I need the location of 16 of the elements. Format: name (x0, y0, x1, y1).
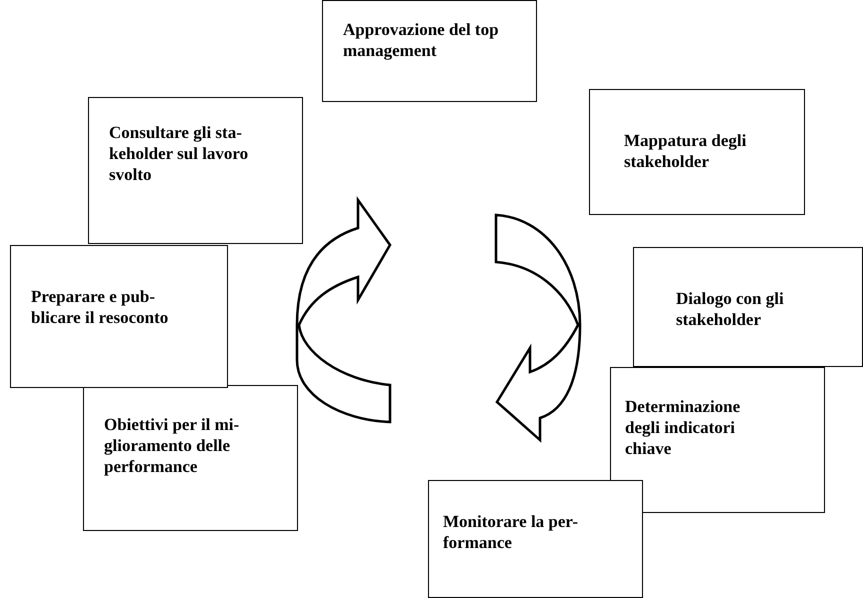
box-label: Consultare gli sta-keholder sul lavoro svolto (109, 122, 250, 185)
box-label: Determinazione degli indicatori chiave (625, 396, 742, 459)
process-box (589, 89, 805, 215)
box-label: Approvazione del top management (343, 19, 500, 61)
process-box (88, 97, 303, 244)
process-box (83, 385, 298, 531)
process-box (610, 367, 825, 513)
process-box (10, 245, 228, 388)
process-box (428, 480, 643, 598)
box-label: Preparare e pub-blicare il resoconto (31, 286, 170, 328)
box-label: Dialogo con gli stakeholder (676, 288, 785, 330)
box-label: Obiettivi per il mi-glioramento delle performance (104, 414, 240, 477)
process-box (322, 0, 537, 102)
box-label: Monitorare la per-formance (443, 511, 580, 553)
box-label: Mappatura degli stakeholder (624, 130, 748, 172)
process-box (633, 247, 863, 367)
